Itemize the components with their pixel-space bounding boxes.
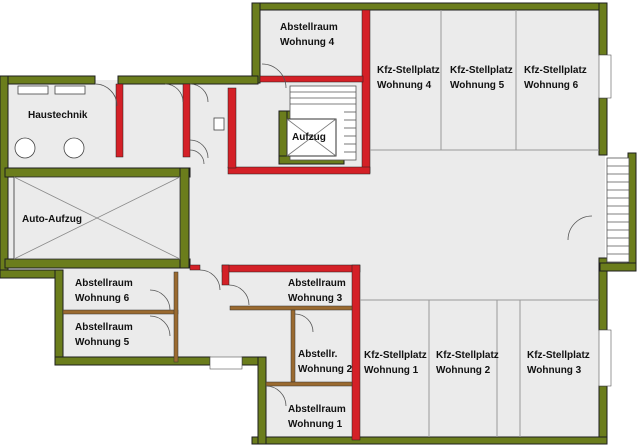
label-abstellraum-wohnung-1: Abstellraum Wohnung 1 <box>288 404 346 430</box>
label-abstellraum-wohnung-3: Abstellraum Wohnung 3 <box>288 278 346 304</box>
label-abstellraum-wohnung-4: Abstellraum Wohnung 4 <box>280 22 338 48</box>
fire-walls <box>115 9 371 441</box>
label-kfz-stellplatz-wohnung-1: Kfz-Stellplatz Wohnung 1 <box>364 350 427 376</box>
outdoor-stairs <box>606 157 630 263</box>
interior-partitions <box>62 271 353 387</box>
technical-equipment <box>14 85 225 159</box>
label-kfz-stellplatz-wohnung-5: Kfz-Stellplatz Wohnung 5 <box>450 65 513 91</box>
windows <box>209 54 612 387</box>
label-kfz-stellplatz-wohnung-6: Kfz-Stellplatz Wohnung 6 <box>524 65 587 91</box>
label-haustechnik: Haustechnik <box>28 110 88 121</box>
parking-lines <box>360 10 599 437</box>
label-abstellr-wohnung-2: Abstellr. Wohnung 2 <box>298 349 353 375</box>
label-aufzug: Aufzug <box>292 132 326 143</box>
label-kfz-stellplatz-wohnung-3: Kfz-Stellplatz Wohnung 3 <box>527 350 590 376</box>
label-kfz-stellplatz-wohnung-4: Kfz-Stellplatz Wohnung 4 <box>377 65 440 91</box>
car-lift-platform <box>13 176 181 260</box>
label-kfz-stellplatz-wohnung-2: Kfz-Stellplatz Wohnung 2 <box>436 350 499 376</box>
elevator-car <box>286 118 337 157</box>
doors <box>94 63 593 407</box>
label-abstellraum-wohnung-5: Abstellraum Wohnung 5 <box>75 322 133 348</box>
floor-area <box>5 5 605 440</box>
label-auto-aufzug: Auto-Aufzug <box>22 214 82 225</box>
label-abstellraum-wohnung-6: Abstellraum Wohnung 6 <box>75 278 133 304</box>
